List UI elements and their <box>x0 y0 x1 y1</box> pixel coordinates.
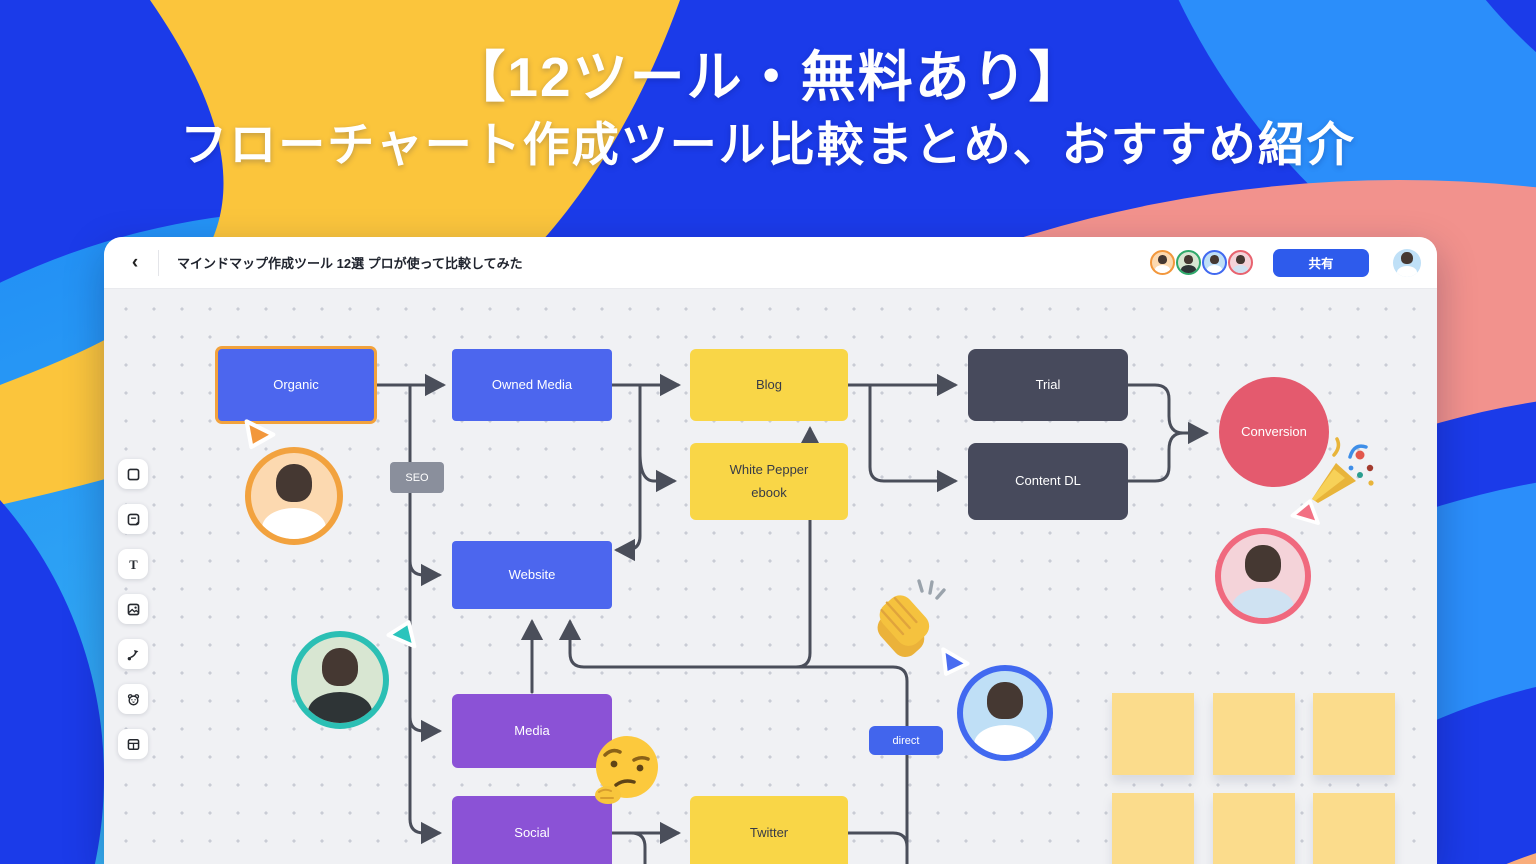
header-divider <box>158 249 159 276</box>
cursor-teal <box>386 620 417 649</box>
flowchart-connectors <box>372 373 1209 864</box>
document-title: マインドマップ作成ツール 12選 プロが使って比較してみた <box>177 256 523 271</box>
window-header: ‹ マインドマップ作成ツール 12選 プロが使って比較してみた 共有 <box>104 237 1437 289</box>
table-layout-icon <box>127 738 139 750</box>
hero-title: 【12ツール・無料あり】 フローチャート作成ツール比較まとめ、おすすめ紹介 <box>0 44 1536 175</box>
share-button[interactable]: 共有 <box>1273 248 1369 277</box>
app-window: ‹ マインドマップ作成ツール 12選 プロが使って比較してみた 共有 <box>104 237 1437 864</box>
sticky-note[interactable] <box>1313 793 1395 864</box>
svg-text:T: T <box>129 557 138 571</box>
profile-avatar[interactable] <box>1393 248 1421 277</box>
sticky-note[interactable] <box>1112 693 1194 775</box>
cursor-blue <box>941 647 970 676</box>
cursor-pink <box>1290 499 1320 525</box>
hero-title-line2: フローチャート作成ツール比較まとめ、おすすめ紹介 <box>180 118 1356 171</box>
bear-sticker-icon <box>127 693 139 705</box>
collaborator-avatar-blue <box>957 665 1053 761</box>
collaborator-avatar[interactable] <box>1150 250 1175 275</box>
flow-node-trial[interactable]: Trial <box>968 349 1128 421</box>
flow-node-social[interactable]: Social <box>452 796 612 864</box>
flow-node-website[interactable]: Website <box>452 541 612 609</box>
collaborator-avatar[interactable] <box>1176 250 1201 275</box>
collaborator-avatar-orange <box>245 447 343 545</box>
sticker-tool-button[interactable] <box>118 684 148 714</box>
connector-tool-button[interactable] <box>118 639 148 669</box>
flow-node-conversion[interactable]: Conversion <box>1219 377 1329 487</box>
flow-node-white-pepper-ebook[interactable]: White Pepper ebook <box>690 443 848 520</box>
table-tool-button[interactable] <box>118 729 148 759</box>
collaborator-avatar[interactable] <box>1202 250 1227 275</box>
sticky-note-icon <box>127 513 139 525</box>
flow-node-organic[interactable]: Organic <box>218 349 374 421</box>
thinking-face-emoji[interactable] <box>591 733 663 805</box>
image-icon <box>127 603 139 615</box>
whiteboard-canvas[interactable]: Organic Owned Media Blog White Pepper eb… <box>104 289 1437 864</box>
flow-node-twitter[interactable]: Twitter <box>690 796 848 864</box>
sticky-note-tool-button[interactable] <box>118 504 148 534</box>
edge-label-direct[interactable]: direct <box>869 726 943 755</box>
clapping-hands-emoji[interactable] <box>858 577 956 667</box>
text-icon: T <box>129 557 138 571</box>
collaborator-avatar[interactable] <box>1228 250 1253 275</box>
flow-node-content-dl[interactable]: Content DL <box>968 443 1128 520</box>
sticky-note[interactable] <box>1313 693 1395 775</box>
edge-label-seo[interactable]: SEO <box>390 462 444 493</box>
sticky-note[interactable] <box>1213 693 1295 775</box>
party-popper-emoji[interactable] <box>1304 435 1378 509</box>
shape-tool-button[interactable] <box>118 459 148 489</box>
back-button[interactable]: ‹ <box>124 252 146 274</box>
cursor-orange <box>244 419 276 450</box>
collaborator-avatar-teal <box>291 631 389 729</box>
connector-icon <box>127 649 138 660</box>
flow-node-blog[interactable]: Blog <box>690 349 848 421</box>
sticky-note[interactable] <box>1213 793 1295 864</box>
tool-palette: T <box>118 459 148 759</box>
flow-node-owned-media[interactable]: Owned Media <box>452 349 612 421</box>
flow-node-media[interactable]: Media <box>452 694 612 768</box>
sticky-note[interactable] <box>1112 793 1194 864</box>
image-tool-button[interactable] <box>118 594 148 624</box>
collaborator-avatars <box>1149 250 1253 275</box>
text-tool-button[interactable]: T <box>118 549 148 579</box>
collaborator-avatar-pink <box>1215 528 1311 624</box>
hero-title-line1: 【12ツール・無料あり】 <box>450 46 1086 108</box>
square-shape-icon <box>127 468 139 480</box>
chevron-left-icon: ‹ <box>131 251 139 273</box>
